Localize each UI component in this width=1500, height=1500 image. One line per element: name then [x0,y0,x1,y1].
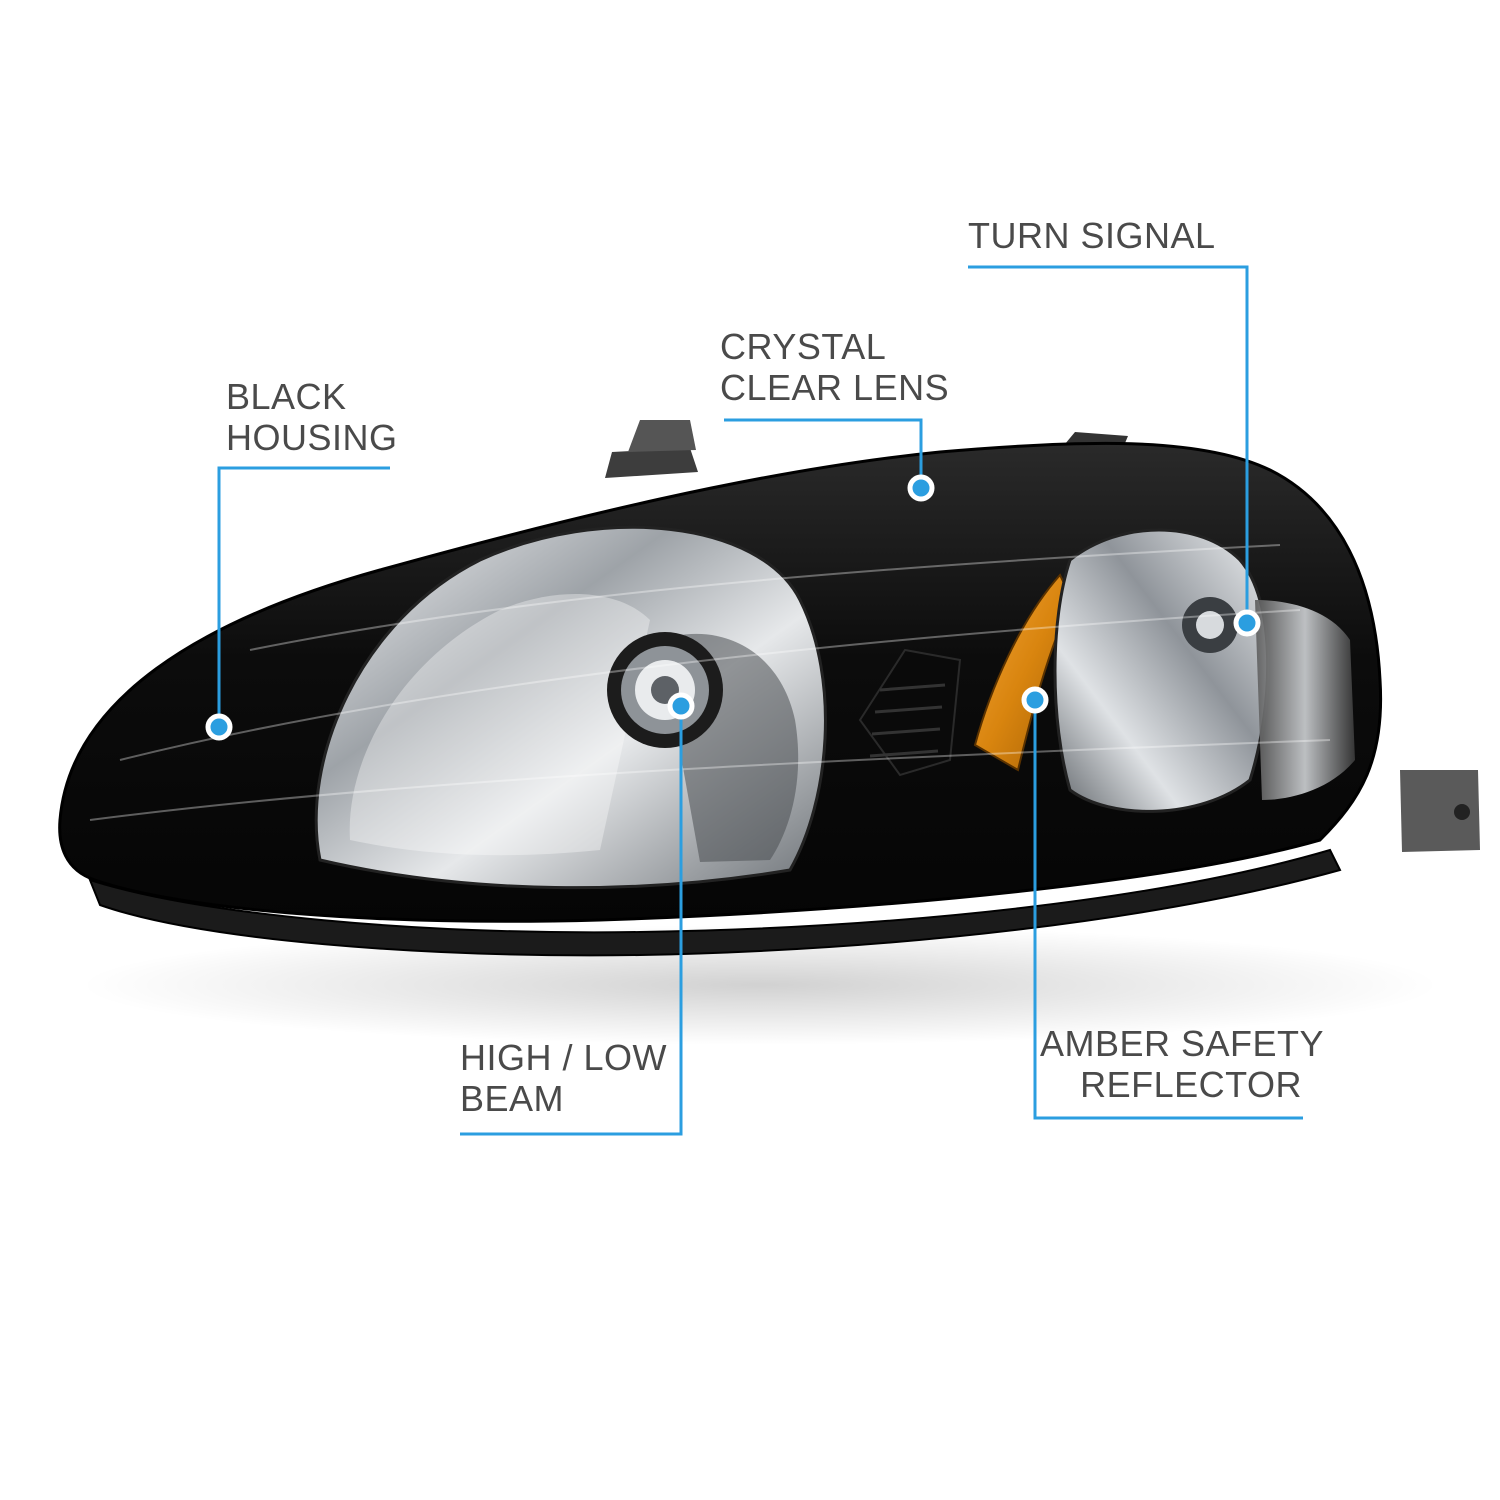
label-crystal-lens-line1: CRYSTAL [720,326,887,367]
lens-glare [89,544,1331,821]
label-amber-reflector: AMBER SAFETY REFLECTOR [1040,1023,1325,1105]
label-crystal-lens: CRYSTAL CLEAR LENS [720,326,949,408]
label-crystal-lens-line2: CLEAR LENS [720,367,950,408]
label-high-low-beam-line1: HIGH / LOW [460,1037,668,1078]
label-turn-signal-line1: TURN SIGNAL [968,215,1216,256]
label-black-housing-line2: HOUSING [226,417,398,458]
side-marker [1255,600,1355,800]
divider [858,648,962,777]
label-black-housing: BLACK HOUSING [226,376,398,458]
turn-signal-reflector [1053,528,1270,813]
floor-shadow [80,925,1440,1045]
label-amber-reflector-line2: REFLECTOR [1080,1064,1302,1105]
label-black-housing-line1: BLACK [226,376,347,417]
callout-lines [217,265,1303,1136]
label-high-low-beam-line2: BEAM [460,1078,565,1119]
beam-bulb [607,632,723,748]
label-amber-reflector-line1: AMBER SAFETY [1040,1023,1325,1064]
lower-trim [88,848,1342,957]
label-high-low-beam: HIGH / LOW BEAM [460,1037,667,1119]
label-turn-signal: TURN SIGNAL [968,215,1216,256]
callout-dots [205,474,1261,741]
cooling-fins [869,683,946,758]
